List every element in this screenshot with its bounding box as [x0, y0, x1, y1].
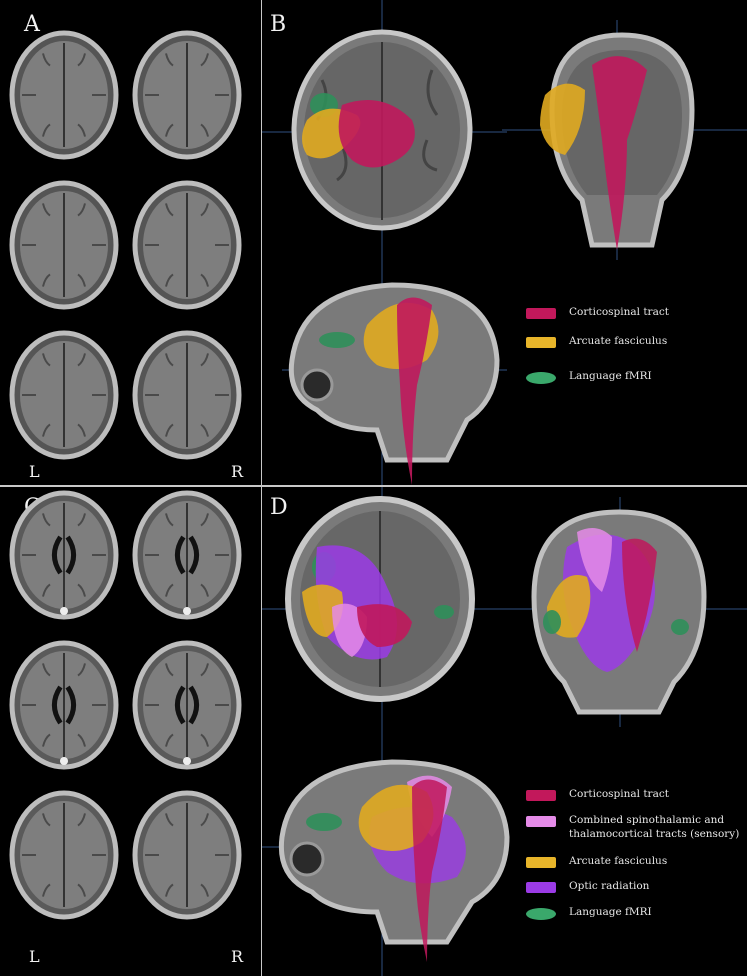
vertical-divider	[261, 0, 262, 976]
horizontal-divider	[0, 485, 747, 487]
panel-a-slice	[9, 180, 119, 310]
panel-c-slice	[9, 490, 119, 620]
panel-b-coronal-arcuate	[540, 83, 585, 155]
panel-d: D	[262, 487, 747, 976]
panel-c-slice	[9, 640, 119, 770]
panel-d-axial-fmri-2	[434, 605, 454, 619]
panel-d-legend: Corticospinal tract Combined spinothalam…	[526, 787, 744, 927]
panel-d-axial-arcuate	[302, 584, 343, 637]
panel-c-slice	[132, 640, 242, 770]
panel-d-coronal-view	[531, 509, 707, 715]
panel-b-legend-swatch	[526, 308, 556, 319]
panel-d-legend-item: Combined spinothalamic and thalamocortic…	[526, 813, 739, 841]
panel-d-legend-label: Combined spinothalamic and thalamocortic…	[569, 814, 740, 840]
panel-b-legend-item: Language fMRI	[526, 369, 652, 384]
panel-d-sagittal-cst	[412, 779, 447, 962]
panel-d-sagittal-fmri	[306, 813, 342, 831]
panel-d-sagittal-view	[278, 759, 510, 962]
panel-a-slice	[132, 180, 242, 310]
panel-c: C L R	[0, 487, 261, 976]
panel-d-legend-item: Arcuate fasciculus	[526, 854, 667, 868]
panel-d-coronal-sensory	[577, 528, 612, 592]
panel-d-letter: D	[270, 495, 288, 520]
panel-c-right-label: R	[231, 947, 244, 966]
panel-d-coronal-fmri-2	[671, 619, 689, 635]
panel-b-axial-cst	[338, 100, 415, 168]
panel-d-axial-cst	[357, 604, 412, 647]
panel-d-legend-label: Arcuate fasciculus	[569, 855, 668, 867]
panel-c-left-label: L	[29, 947, 40, 966]
panel-b-axial-view	[291, 29, 473, 231]
panel-c-slice	[132, 790, 242, 920]
panel-b-legend-swatch	[526, 337, 556, 348]
panel-a-axial-slices	[9, 30, 242, 460]
panel-b: B	[262, 0, 747, 485]
panel-d-legend-label: Optic radiation	[569, 880, 650, 892]
panel-d-legend-label: Corticospinal tract	[569, 788, 669, 800]
panel-d-coronal-cst	[622, 538, 657, 652]
panel-b-legend-swatch	[526, 372, 556, 384]
panel-a-slice	[132, 30, 242, 160]
panel-b-sagittal-view	[288, 282, 500, 485]
panel-a-right-label: R	[231, 462, 244, 481]
panel-c-axial-slices	[9, 490, 242, 920]
panel-b-legend-label: Corticospinal tract	[569, 306, 669, 318]
panel-b-coronal-cst	[592, 56, 647, 250]
panel-b-letter: B	[270, 12, 287, 37]
panel-d-legend-swatch	[526, 790, 556, 801]
panel-d-axial-view	[285, 496, 475, 702]
panel-d-legend-item: Language fMRI	[526, 905, 652, 920]
panel-d-legend-label: Language fMRI	[569, 906, 652, 918]
panel-a: A L R	[0, 0, 261, 485]
panel-d-legend-swatch	[526, 816, 556, 827]
panel-d-legend-item: Optic radiation	[526, 879, 649, 893]
panel-a-left-label: L	[29, 462, 40, 481]
panel-d-legend-swatch	[526, 882, 556, 893]
panel-b-sagittal-fmri	[319, 332, 355, 348]
panel-d-tractography	[262, 487, 747, 976]
panel-d-coronal-fmri	[543, 610, 561, 634]
panel-b-legend-label: Arcuate fasciculus	[569, 335, 668, 347]
panel-b-legend-item: Corticospinal tract	[526, 305, 669, 319]
panel-c-slice	[132, 490, 242, 620]
panel-c-slice	[9, 790, 119, 920]
panel-b-coronal-view	[540, 32, 695, 250]
panel-b-legend-label: Language fMRI	[569, 370, 652, 382]
panel-a-slice	[9, 330, 119, 460]
panel-b-sagittal-cst	[397, 297, 432, 485]
panel-a-letter: A	[24, 12, 40, 37]
panel-d-legend-swatch	[526, 857, 556, 868]
panel-b-tractography	[262, 0, 747, 485]
panel-a-slice	[9, 30, 119, 160]
panel-b-legend: Corticospinal tract Arcuate fasciculus L…	[526, 305, 741, 385]
panel-d-legend-item: Corticospinal tract	[526, 787, 669, 801]
panel-a-slice	[132, 330, 242, 460]
panel-b-legend-item: Arcuate fasciculus	[526, 334, 667, 348]
panel-d-legend-swatch	[526, 908, 556, 920]
